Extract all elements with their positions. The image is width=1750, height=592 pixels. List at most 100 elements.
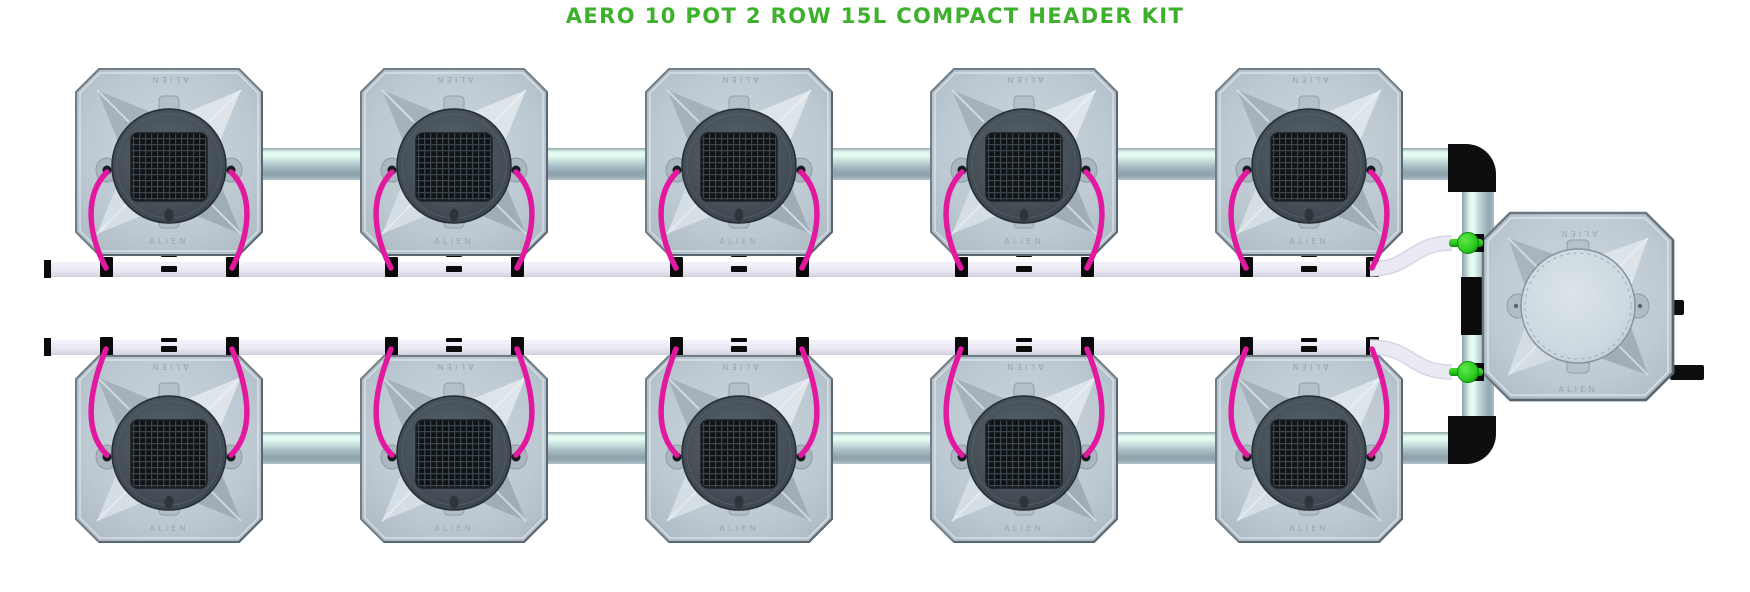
lid-plug [1304,208,1314,222]
pot-graphic: ALIEN ALIEN [1215,68,1403,256]
pot-graphic: ALIEN ALIEN [645,355,833,543]
tube-port-right [796,165,806,175]
lid-plug [1019,495,1029,509]
lid-mesh-grid [1270,419,1348,489]
lid-plug [164,208,174,222]
manifold-clip [161,338,177,342]
header-tank-graphic: ALIEN ALIEN [1481,211,1675,402]
manifold-endcap-row-1 [44,260,51,278]
tank-brand-label-top: ALIEN [1558,229,1597,238]
lid-mesh-grid [700,419,778,489]
tube-port-left [1242,165,1252,175]
elbow-fitting-top [1448,144,1496,192]
pot-graphic: ALIEN ALIEN [1215,355,1403,543]
manifold-clip [731,338,747,342]
tube-port-right [226,165,236,175]
kit-title: AERO 10 POT 2 ROW 15L COMPACT HEADER KIT [565,4,1185,28]
tube-port-left [672,165,682,175]
pot-brand-label-bottom: ALIEN [719,524,758,533]
pot-brand-label-bottom: ALIEN [719,237,758,246]
lid-plug [449,208,459,222]
tube-port-right [1081,452,1091,462]
pot-brand-label-top: ALIEN [434,75,473,84]
valve-row-1 [1446,231,1486,255]
tube-fitting [1240,257,1253,277]
tube-fitting [1081,257,1094,277]
pot-row-1-2: ALIEN ALIEN [358,66,550,258]
return-manifold-row-2 [48,340,1378,354]
tube-port-right [511,165,521,175]
manifold-clip [1301,266,1317,272]
manifold-clip [446,338,462,342]
pot-row-1-1: ALIEN ALIEN [73,66,265,258]
tank-lid [1520,248,1636,364]
pot-row-2-1: ALIEN ALIEN [73,353,265,545]
manifold-clip [161,266,177,272]
tube-port-left [957,452,967,462]
pot-graphic: ALIEN ALIEN [930,355,1118,543]
lid-mesh-grid [985,419,1063,489]
pot-brand-label-top: ALIEN [719,362,758,371]
tube-fitting [226,257,239,277]
pot-row-2-3: ALIEN ALIEN [643,353,835,545]
pot-row-2-4: ALIEN ALIEN [928,353,1120,545]
pot-row-1-4: ALIEN ALIEN [928,66,1120,258]
tube-port-right [1081,165,1091,175]
pot-brand-label-bottom: ALIEN [149,237,188,246]
lid-plug [164,495,174,509]
pot-brand-label-bottom: ALIEN [149,524,188,533]
manifold-clip [446,346,462,352]
manifold-clip [161,346,177,352]
pot-row-1-3: ALIEN ALIEN [643,66,835,258]
pipe-coupler [1461,277,1482,335]
tube-port-left [387,452,397,462]
tube-fitting [1366,257,1379,277]
pot-brand-label-bottom: ALIEN [434,524,473,533]
lid-mesh-grid [415,419,493,489]
tube-fitting [670,257,683,277]
lid-mesh-grid [130,132,208,202]
pot-brand-label-top: ALIEN [1289,75,1328,84]
manifold-clip [1016,346,1032,352]
manifold-endcap-row-2 [44,338,51,356]
tube-fitting [511,257,524,277]
pot-graphic: ALIEN ALIEN [75,68,263,256]
tube-port-right [796,452,806,462]
manifold-clip [1016,338,1032,342]
pot-brand-label-bottom: ALIEN [434,237,473,246]
tube-fitting [385,257,398,277]
valve-ball-icon [1457,232,1479,254]
pot-brand-label-top: ALIEN [1004,362,1043,371]
manifold-clip [1016,266,1032,272]
pot-row-2-2: ALIEN ALIEN [358,353,550,545]
pot-brand-label-top: ALIEN [434,362,473,371]
tube-port-left [387,165,397,175]
manifold-clip [731,346,747,352]
pot-row-1-5: ALIEN ALIEN [1213,66,1405,258]
tube-port-right [226,452,236,462]
tank-brand-label-bottom: ALIEN [1558,385,1597,394]
return-manifold-row-1 [48,262,1378,276]
pot-graphic: ALIEN ALIEN [75,355,263,543]
tube-port-left [1242,452,1252,462]
pot-row-2-5: ALIEN ALIEN [1213,353,1405,545]
elbow-fitting-bottom [1448,416,1496,464]
pot-brand-label-top: ALIEN [149,75,188,84]
lid-plug [1304,495,1314,509]
valve-row-2 [1446,360,1486,384]
lid-plug [734,208,744,222]
pot-brand-label-bottom: ALIEN [1004,524,1043,533]
pot-graphic: ALIEN ALIEN [645,68,833,256]
lid-plug [734,495,744,509]
tube-port-right [511,452,521,462]
pot-brand-label-top: ALIEN [719,75,758,84]
pot-brand-label-bottom: ALIEN [1289,237,1328,246]
manifold-clip [731,266,747,272]
tube-port-left [102,165,112,175]
lid-mesh-grid [130,419,208,489]
header-tank: ALIEN ALIEN [1480,210,1676,403]
pot-brand-label-bottom: ALIEN [1004,237,1043,246]
tank-port-lower [1670,365,1704,380]
pot-graphic: ALIEN ALIEN [930,68,1118,256]
